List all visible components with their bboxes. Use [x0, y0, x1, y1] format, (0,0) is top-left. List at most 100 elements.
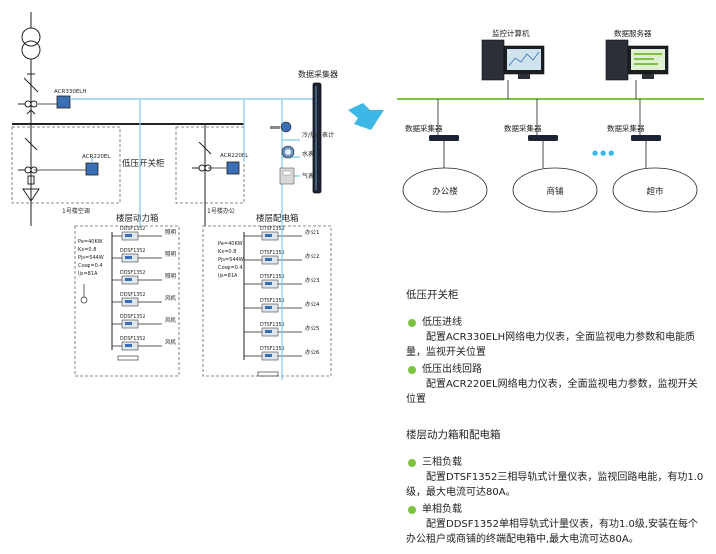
switchgear-box-left — [11, 126, 121, 204]
feeder-left-label: 1号楼空调 — [62, 207, 90, 215]
heat-meter-label: 冷/热量表计 — [302, 131, 334, 139]
meter-acr330elh-label: ACR330ELH — [54, 89, 87, 95]
param-line: Pjs=544W — [78, 255, 104, 261]
rail-meter-screen — [265, 234, 272, 237]
meter-model-label: DTSF1352 — [260, 322, 285, 328]
rail-meter-screen — [265, 282, 272, 285]
lamp-icon — [80, 296, 88, 304]
collector-title: 数据采集器 — [298, 69, 338, 79]
power-box — [74, 225, 180, 377]
description-item-title: 低压进线 — [422, 317, 462, 328]
bullet-icon — [408, 459, 416, 467]
bullet-icon — [408, 366, 416, 374]
section2-title: 楼层动力箱和配电箱 — [406, 429, 501, 441]
load-label: 办公4 — [305, 300, 320, 308]
description-item: 低压进线 — [406, 315, 706, 330]
water-meter-label: 水表 — [302, 150, 314, 158]
collector-device-icon — [429, 135, 459, 141]
description-item-title: 低压出线回路 — [422, 364, 482, 375]
bullet-icon — [408, 319, 416, 327]
building-node: 超市 — [612, 167, 698, 213]
load-label: 办公3 — [305, 276, 320, 284]
description-item-title: 单相负载 — [422, 504, 462, 515]
load-label: 照明 — [165, 273, 177, 280]
rail-meter-screen — [125, 278, 132, 281]
building-ellipse — [512, 167, 598, 213]
outgoing-circuit-left — [18, 124, 40, 226]
switchgear-label: 低压开关柜 — [122, 158, 165, 169]
box-row: DTSF1352 办公4 — [244, 298, 320, 313]
meter-model-label: DTSF1352 — [260, 298, 285, 304]
transformer-icon — [21, 27, 41, 60]
meter-model-label: DDSF1352 — [120, 248, 145, 254]
data-server-icon — [605, 39, 669, 81]
power-box-label: 楼层动力箱 — [116, 213, 159, 224]
description-item: 三相负载 — [406, 455, 706, 470]
gas-meter-icon — [279, 167, 295, 185]
collector-highlight — [315, 86, 317, 190]
description-item-body: 配置DDSF1352单相导轨式计量仪表，有功1.0级,安装在每个办公租户或商铺的… — [406, 519, 699, 545]
load-label: 办公6 — [305, 348, 320, 356]
param-line: Pe=40KW — [218, 241, 243, 247]
param-line: Cosφ=0.4 — [218, 265, 243, 271]
collector-device-icon — [631, 135, 661, 141]
dist-box-rows: DTSF1352办公1DTSF1352办公2DTSF1352办公3DTSF135… — [243, 226, 320, 377]
network-collectors: 数据采集器 数据采集器 数据采集器 — [405, 99, 661, 168]
param-line: Pe=40KW — [78, 239, 103, 245]
switchgear-box-right — [175, 126, 245, 204]
rail-meter-screen — [265, 258, 272, 261]
box-row: DTSF1352 办公5 — [244, 322, 320, 337]
network-collector: 数据采集器 — [504, 99, 558, 168]
meter-acr220el-right-label: ACR220EL — [220, 153, 249, 159]
building-label: 商铺 — [546, 186, 564, 197]
meter-model-label: DDSF1352 — [120, 314, 145, 320]
network-ellipsis: ●●● — [592, 149, 616, 157]
data-server-label: 数据服务器 — [614, 28, 652, 38]
description-item: 低压出线回路 — [406, 362, 706, 377]
network-collector: 数据采集器 — [405, 99, 459, 168]
meter-acr220el-right-icon — [226, 161, 240, 175]
network-buildings: 办公楼商铺超市 — [402, 167, 698, 213]
rail-meter-screen — [125, 344, 132, 347]
outgoing-circuit-right — [192, 124, 212, 226]
section1-title: 低压开关柜 — [406, 289, 459, 301]
meter-model-label: DDSF1352 — [120, 226, 145, 232]
network-collector-label: 数据采集器 — [405, 123, 443, 133]
power-box-rows: DDSF1352照明DDSF1352照明DDSF1352照明DDSF1352风机… — [80, 226, 177, 361]
meter-acr330elh-icon — [56, 95, 71, 109]
load-label: 风机 — [165, 338, 177, 346]
fuse-icon — [117, 355, 139, 361]
meter-model-label: DTSF1352 — [260, 226, 285, 232]
load-label: 办公5 — [305, 324, 320, 332]
param-line: Ijs=81A — [78, 271, 98, 277]
feeder-right-label: 1号楼办公 — [207, 207, 235, 215]
rail-meter-screen — [125, 300, 132, 303]
meter-model-label: DTSF1352 — [260, 346, 285, 352]
network-collector: 数据采集器 — [607, 99, 661, 168]
gas-meter-label: 气表 — [302, 172, 314, 180]
load-label: 风机 — [165, 316, 177, 324]
network-collector-label: 数据采集器 — [607, 123, 645, 133]
bullet-icon — [408, 506, 416, 514]
rail-meter-screen — [125, 322, 132, 325]
param-line: Cosφ=0.4 — [78, 263, 103, 269]
building-ellipse — [612, 167, 698, 213]
description-item-title: 三相负载 — [422, 457, 462, 468]
description-item-body: 配置ACR220EL网络电力仪表，全面监视电力参数，监视开关位置 — [406, 379, 698, 405]
meter-acr220el-left-icon — [85, 162, 99, 176]
rail-meter-screen — [125, 234, 132, 237]
param-line: Kx=0.8 — [218, 249, 236, 255]
param-line: Ijs=81A — [218, 273, 238, 279]
meter-model-label: DDSF1352 — [120, 292, 145, 298]
incoming-circuit — [18, 12, 39, 124]
param-line: Kx=0.8 — [78, 247, 96, 253]
